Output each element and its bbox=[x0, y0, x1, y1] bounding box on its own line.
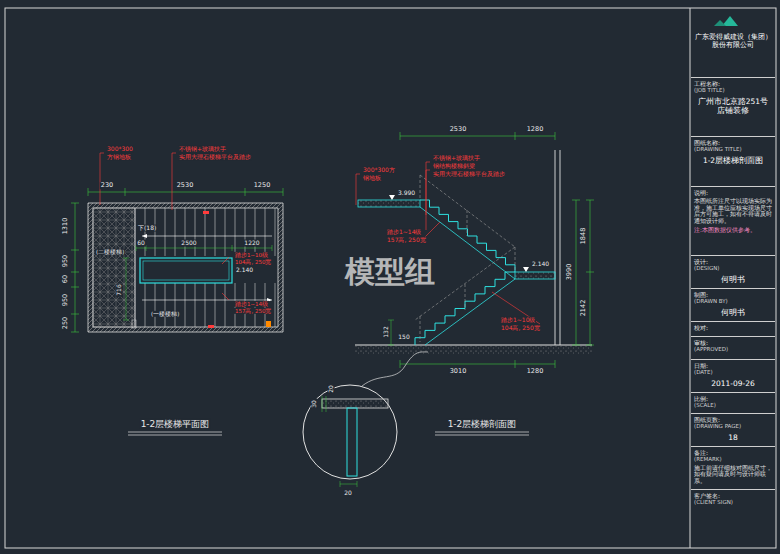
dimension-text: 30 bbox=[311, 399, 318, 409]
title-block-text: 施工前请仔细核对图纸尺寸，如有疑问请及时与设计师联系。 bbox=[694, 465, 772, 485]
title-block-text: 何明书 bbox=[694, 308, 772, 317]
annotation-text: 104高, 250宽 bbox=[500, 325, 541, 332]
annotation-text: 不锈钢+玻璃扶手 bbox=[178, 146, 227, 153]
annotation-text: 实用大理石楼梯平台及踏步 bbox=[178, 154, 252, 161]
dimension-text: 1310 bbox=[62, 217, 69, 236]
title-block-cell: 工程名称:(JOB TITLE) 广州市北京路251号 店铺装修 bbox=[691, 78, 775, 137]
annotation-text: 实用大理石楼梯平台及踏步 bbox=[432, 171, 506, 178]
watermark: 模型组 bbox=[344, 255, 436, 290]
dimension-text: 60 bbox=[62, 274, 69, 284]
title-block-text: 制图: bbox=[694, 291, 772, 298]
dimension-text: 20 bbox=[343, 490, 353, 497]
dimension-text: 1-2层楼梯剖面图 bbox=[447, 419, 518, 429]
annotation-text: 方钢地板 bbox=[106, 154, 132, 161]
dimension-text: 1-2层楼梯平面图 bbox=[140, 419, 211, 429]
dimension-text: 2530 bbox=[176, 182, 195, 189]
dimension-text: 230 bbox=[100, 182, 114, 189]
title-block-text: (JOB TITLE) bbox=[694, 87, 772, 94]
annotation-text: 钢结构楼梯斜梁 bbox=[432, 163, 476, 170]
annotation-text: 不锈钢+玻璃扶手 bbox=[432, 155, 481, 162]
title-block-text: 何明书 bbox=[694, 275, 772, 284]
title-block-text: 设计: bbox=[694, 258, 772, 265]
annotation-text: 157高, 250宽 bbox=[234, 308, 273, 314]
title-block-text: (DESIGN) bbox=[694, 265, 772, 272]
dimension-text: 250 bbox=[62, 316, 69, 330]
title-block-text: 校对: bbox=[694, 324, 772, 331]
title-block-text: (DRAWING TITLE) bbox=[694, 146, 772, 153]
annotation-text: 104高, 250宽 bbox=[234, 259, 273, 265]
dimension-text: 3010 bbox=[449, 368, 468, 375]
annotation-text: 踏步1~10级 bbox=[234, 252, 269, 258]
dimension-text: 1220 bbox=[243, 240, 260, 247]
dimension-text: (一楼楼梯) bbox=[150, 311, 180, 317]
title-block-cell: 客户签名:(CLIENT SIGN) bbox=[691, 490, 775, 548]
title-block-cell: 图纸名称:(DRAWING TITLE) 1-2层楼梯剖面图 bbox=[691, 137, 775, 187]
dimension-text: 2.140 bbox=[531, 261, 550, 268]
title-block-cell: 说明: 本图纸所注尺寸以现场实际为准，施工单位应核实现场尺寸后方可施工，如有不符请… bbox=[691, 187, 775, 256]
title-block-text: (DRAWN BY) bbox=[694, 298, 772, 305]
title-block-text: 18 bbox=[694, 433, 772, 442]
title-block-cell: 设计:(DESIGN) 何明书 bbox=[691, 256, 775, 289]
dimension-text: 150 bbox=[397, 334, 410, 341]
title-block-text: 备注: bbox=[694, 449, 772, 456]
title-block-text: 客户签名: bbox=[694, 492, 772, 499]
annotation-text: 踏步1~14级 bbox=[386, 229, 422, 236]
dimension-text: 1280 bbox=[526, 368, 545, 375]
title-block-text: 图纸页数: bbox=[694, 416, 772, 423]
title-block-cell: 广东爱得威建设（集团）股份有限公司 bbox=[691, 8, 775, 78]
dimension-text: 950 bbox=[62, 254, 69, 268]
annotation-text: 157高, 250宽 bbox=[386, 237, 427, 244]
title-block-text: 工程名称: bbox=[694, 80, 772, 87]
title-block-text: 本图纸所注尺寸以现场实际为准，施工单位应核实现场尺寸后方可施工，如有不符请及时通… bbox=[694, 198, 772, 224]
annotation-text: 钢地板 bbox=[362, 175, 382, 182]
dimension-text: (二楼楼梯) bbox=[95, 249, 125, 255]
dimension-text: 2530 bbox=[449, 126, 468, 133]
title-block-text: 审核: bbox=[694, 339, 772, 346]
dimension-text: 2500 bbox=[180, 240, 197, 247]
dimension-text: 下(18) bbox=[137, 225, 157, 232]
title-block-text: (SCALE) bbox=[694, 402, 772, 409]
dimension-text: 716 bbox=[116, 283, 123, 296]
title-block-text: (APPROVED) bbox=[694, 346, 772, 353]
title-block-text: (REMARK) bbox=[694, 456, 772, 463]
title-block-text: 图纸名称: bbox=[694, 139, 772, 146]
title-block-text: (CLIENT SIGN) bbox=[694, 499, 772, 506]
annotation-text: 300*300 bbox=[106, 146, 134, 153]
title-block-text: 注:本图数据仅供参考。 bbox=[694, 227, 772, 234]
title-block-cell: 制图:(DRAWN BY) 何明书 bbox=[691, 289, 775, 322]
dimension-text: 3.990 bbox=[397, 190, 416, 197]
dimension-text: 1280 bbox=[526, 126, 545, 133]
title-block-cell: 图纸页数:(DRAWING PAGE) 18 bbox=[691, 414, 775, 447]
title-block-cell: 备注:(REMARK) 施工前请仔细核对图纸尺寸，如有疑问请及时与设计师联系。 bbox=[691, 447, 775, 490]
title-block-cell: 校对: bbox=[691, 322, 775, 337]
dimension-text: 1848 bbox=[580, 227, 587, 246]
dimension-text: 1250 bbox=[253, 182, 272, 189]
title-block-text: 比例: bbox=[694, 395, 772, 402]
dimension-text: 2.140 bbox=[235, 267, 254, 274]
title-block-text: 日期: bbox=[694, 362, 772, 369]
dimension-text: 950 bbox=[62, 293, 69, 307]
title-block-text: 1-2层楼梯剖面图 bbox=[694, 156, 772, 165]
annotation-text: 300*300方 bbox=[362, 167, 396, 174]
dimension-text: 20 bbox=[328, 384, 335, 394]
annotation-text: 踏步1~14级 bbox=[234, 301, 269, 307]
title-block-text: 广州市北京路251号 店铺装修 bbox=[694, 97, 772, 115]
title-block-cell: 比例:(SCALE) bbox=[691, 393, 775, 414]
title-block-text: 说明: bbox=[694, 189, 772, 196]
title-block-cell: 日期:(DATE) 2011-09-26 bbox=[691, 360, 775, 393]
annotation-text: 踏步1~10级 bbox=[500, 317, 536, 324]
dimension-text: 60 bbox=[136, 240, 146, 247]
dimension-text: 2142 bbox=[580, 299, 587, 318]
title-block-cell: 审核:(APPROVED) bbox=[691, 337, 775, 360]
title-block-text: 2011-09-26 bbox=[694, 379, 772, 388]
dimension-text: 132 bbox=[383, 325, 390, 338]
title-block-text: 广东爱得威建设（集团）股份有限公司 bbox=[694, 10, 772, 50]
title-block-text: (DATE) bbox=[694, 369, 772, 376]
dimension-text: 3990 bbox=[566, 263, 573, 282]
title-block-text: (DRAWING PAGE) bbox=[694, 423, 772, 430]
